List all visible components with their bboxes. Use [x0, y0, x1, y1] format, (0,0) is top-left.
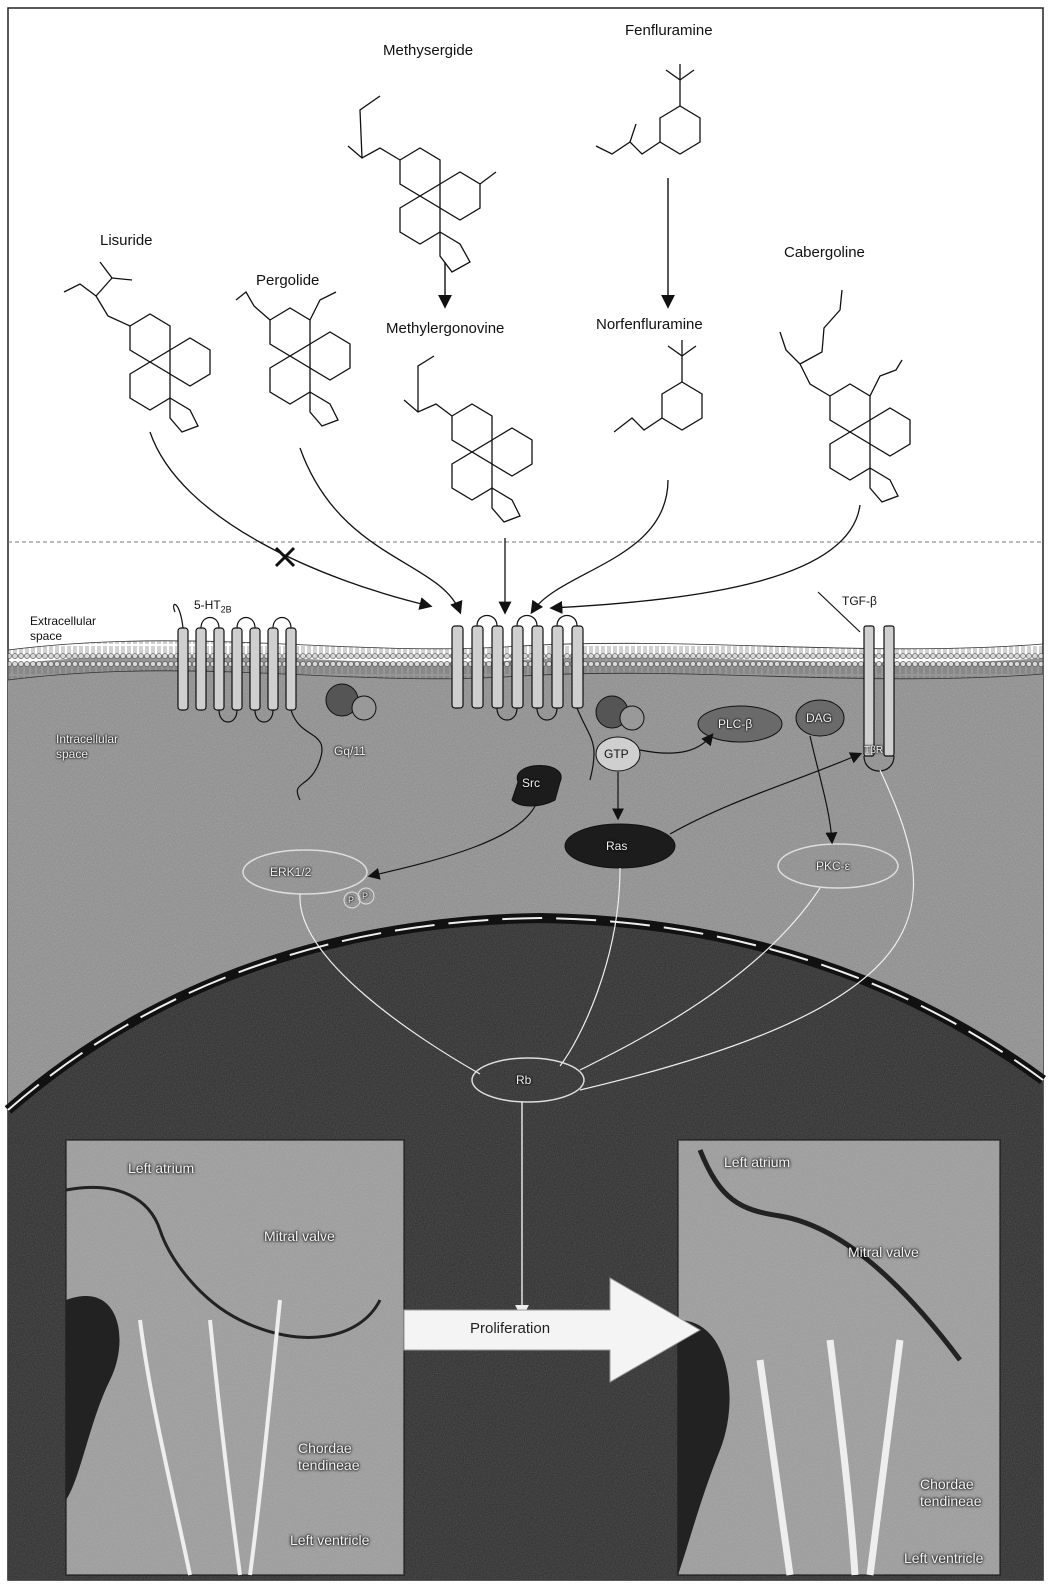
label-src: Src — [522, 776, 540, 791]
valve-panel-normal — [66, 1140, 404, 1575]
label-erk: ERK1/2 — [270, 865, 311, 880]
label-pergolide: Pergolide — [256, 272, 319, 289]
label-methylergonovine: Methylergonovine — [386, 320, 504, 337]
norfenfluramine-structure — [614, 340, 702, 432]
blocked-marker — [276, 548, 294, 566]
label-chordae-right: Chordae tendineae — [920, 1476, 982, 1510]
label-ventricle-left: Left ventricle — [290, 1532, 369, 1548]
cabergoline-structure — [780, 290, 910, 502]
label-cabergoline: Cabergoline — [784, 244, 865, 261]
label-fenfluramine: Fenfluramine — [625, 22, 713, 39]
label-methysergide: Methysergide — [383, 42, 473, 59]
norfenfluramine-arrow — [532, 480, 668, 612]
label-intracellular-space: Intracellular space — [56, 732, 118, 762]
label-rb: Rb — [516, 1073, 531, 1088]
label-pkc: PKC-ε — [816, 859, 850, 874]
label-mitral-right: Mitral valve — [848, 1244, 919, 1260]
pergolide-structure — [236, 292, 350, 426]
label-extracellular-space: Extracellular space — [30, 614, 96, 644]
label-tgf-beta: TGF-β — [842, 594, 877, 609]
cabergoline-arrow — [552, 505, 860, 608]
label-lisuride: Lisuride — [100, 232, 153, 249]
label-phospho-2: P — [362, 889, 368, 904]
label-atrium-left: Left atrium — [128, 1160, 194, 1176]
methylergonovine-structure — [404, 356, 532, 522]
lisuride-arrow — [150, 432, 430, 606]
label-atrium-right: Left atrium — [724, 1154, 790, 1170]
fenfluramine-structure — [596, 64, 700, 154]
label-plc: PLC-β — [718, 717, 752, 732]
label-proliferation: Proliferation — [470, 1320, 550, 1337]
label-ventricle-right: Left ventricle — [904, 1550, 983, 1566]
label-5ht2b: 5-HT2B — [194, 598, 232, 617]
label-tr: TβR — [864, 743, 883, 758]
label-chordae-left: Chordae tendineae — [298, 1440, 360, 1474]
pergolide-arrow — [300, 448, 460, 612]
label-dag: DAG — [806, 711, 832, 726]
label-mitral-left: Mitral valve — [264, 1228, 335, 1244]
lisuride-structure — [64, 262, 210, 432]
label-gq11: Gq/11 — [334, 744, 366, 759]
label-phospho-1: P — [348, 893, 354, 908]
label-norfenfluramine: Norfenfluramine — [596, 316, 703, 333]
label-ras: Ras — [606, 839, 627, 854]
label-gtp: GTP — [604, 747, 629, 762]
methysergide-structure — [348, 96, 496, 272]
